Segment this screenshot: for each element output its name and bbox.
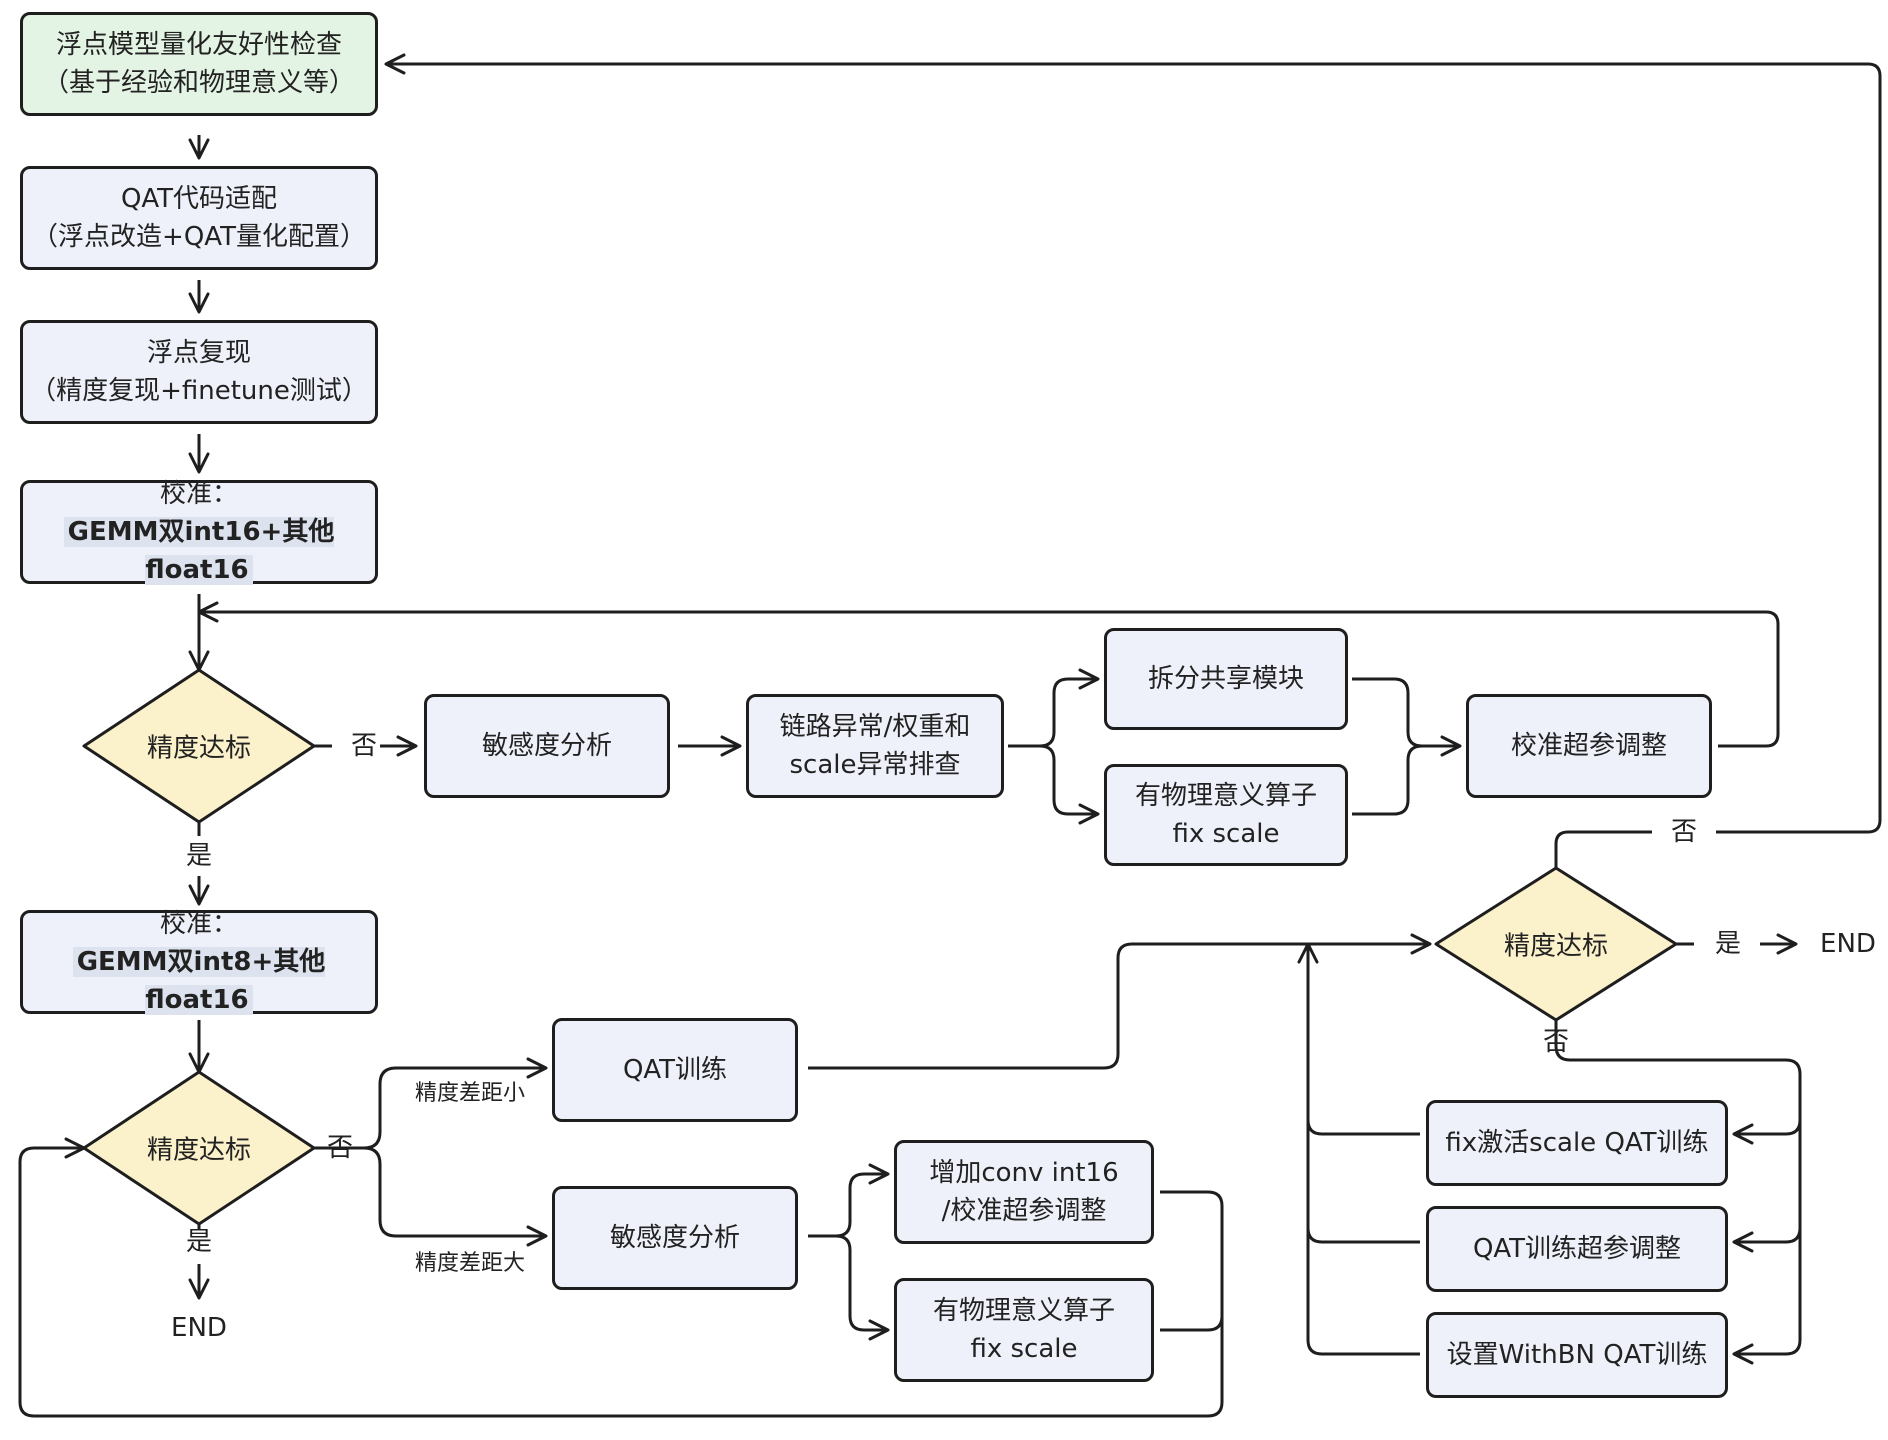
edge-to-qathp [1732,1227,1802,1253]
decision-diamond-1 [82,668,316,824]
node-float-repro-line1: 浮点复现 [146,338,251,368]
edge-addconv-loop [18,1137,1224,1418]
node-add-conv-int16: 增加conv int16 /校准超参调整 [894,1140,1154,1244]
node-calib-int16-line2: GEMM双int16+其他float16 [63,517,335,585]
edge-fixact-back [1297,942,1420,1136]
node-float-check: 浮点模型量化友好性检查 （基于经验和物理意义等） [20,12,378,116]
node-calib-int8-line1: 校准： [159,909,238,939]
edge-phys2-loop [1160,1315,1224,1332]
node-qat-hparam: QAT训练超参调整 [1426,1206,1728,1292]
node-sensitivity-2: 敏感度分析 [552,1186,798,1290]
node-link-anomaly-line2: scale异常排查 [789,750,961,780]
node-link-anomaly: 链路异常/权重和 scale异常排查 [746,694,1004,798]
decision-diamond-3 [1434,866,1678,1022]
node-qat-hparam-label: QAT训练超参调整 [1472,1234,1682,1264]
node-phys-fix-scale-2-line2: fix scale [970,1334,1078,1364]
node-calib-int16: 校准： GEMM双int16+其他float16 [20,479,378,585]
node-qat-adapt-line1: QAT代码适配 [120,184,278,214]
node-fix-act-scale-label: fix激活scale QAT训练 [1445,1128,1709,1158]
edge-label-d3-no-up: 否 [1667,819,1701,845]
node-float-check-line1: 浮点模型量化友好性检查 [55,30,342,60]
decision-3-label: 精度达标 [1503,931,1609,962]
node-add-conv-int16-line1: 增加conv int16 [929,1158,1119,1188]
decision-1-label: 精度达标 [146,733,252,764]
node-split-shared: 拆分共享模块 [1104,628,1348,730]
node-sensitivity-2-label: 敏感度分析 [609,1223,740,1253]
edge-label-small-gap: 精度差距小 [411,1081,529,1107]
edge-qathp-back [1306,1227,1420,1244]
edge-diamond2-to-sens2 [363,1146,548,1247]
node-qat-train: QAT训练 [552,1018,798,1122]
node-phys-fix-scale-2-line1: 有物理意义算子 [932,1296,1115,1326]
node-phys-fix-scale-2: 有物理意义算子 fix scale [894,1278,1154,1382]
node-withbn-qat: 设置WithBN QAT训练 [1426,1312,1728,1398]
decision-2-label: 精度达标 [146,1135,252,1166]
edge-label-d1-no: 否 [347,733,381,759]
end-terminal-1: END [171,1313,227,1343]
node-fix-act-scale: fix激活scale QAT训练 [1426,1100,1728,1186]
edge-qat-diamond3 [808,933,1432,1070]
node-qat-train-label: QAT训练 [622,1055,728,1085]
node-float-check-line2: （基于经验和物理意义等） [42,68,355,98]
node-sensitivity-1-label: 敏感度分析 [481,731,612,761]
node-calib-hparam-label: 校准超参调整 [1510,731,1667,761]
node-phys-fix-scale-1-line1: 有物理意义算子 [1134,781,1317,811]
edge-split-calibhp [1352,677,1462,757]
node-calib-int8: 校准： GEMM双int8+其他float16 [20,909,378,1015]
edge-sens2-addconv [808,1163,890,1238]
node-phys-fix-scale-1-line2: fix scale [1172,819,1280,849]
end-terminal-2: END [1820,929,1876,959]
node-link-anomaly-line1: 链路异常/权重和 [779,712,971,742]
node-sensitivity-1: 敏感度分析 [424,694,670,798]
edge-diamond3-no-down [1554,1020,1802,1365]
edge-label-d3-no-down: 否 [1542,1027,1570,1057]
edge-to-fixact [1732,1119,1802,1145]
edge-phys1-calibhp [1352,744,1423,816]
edge-label-d2-yes: 是 [182,1229,216,1255]
edge-diamond2-to-qat [314,1057,548,1150]
edge-diamond3-no-up [386,64,1882,868]
node-float-repro-line2: （精度复现+finetune测试） [30,376,368,406]
node-qat-adapt-line2: （浮点改造+QAT量化配置） [32,222,366,252]
node-withbn-qat-label: 设置WithBN QAT训练 [1446,1340,1708,1370]
edge-label-d2-no: 否 [326,1133,354,1163]
node-phys-fix-scale-1: 有物理意义算子 fix scale [1104,764,1348,866]
node-calib-hparam: 校准超参调整 [1466,694,1712,798]
edge-link-split [1008,668,1100,748]
edge-link-phys1 [1039,744,1100,825]
node-calib-int8-line2: GEMM双int8+其他float16 [72,947,326,1015]
node-qat-adapt: QAT代码适配 （浮点改造+QAT量化配置） [20,166,378,270]
node-split-shared-label: 拆分共享模块 [1147,664,1304,694]
edge-sens2-phys2 [835,1234,890,1341]
node-float-repro: 浮点复现 （精度复现+finetune测试） [20,320,378,424]
node-calib-int16-line1: 校准： [159,479,238,509]
edge-withbn-back [1306,1120,1420,1356]
edge-calibhp-loop [197,601,1780,748]
node-add-conv-int16-line2: /校准超参调整 [941,1196,1107,1226]
decision-diamond-2 [82,1070,316,1226]
edge-label-d3-yes: 是 [1711,931,1745,957]
edge-label-d1-yes: 是 [182,843,216,869]
edge-label-large-gap: 精度差距大 [411,1251,529,1277]
